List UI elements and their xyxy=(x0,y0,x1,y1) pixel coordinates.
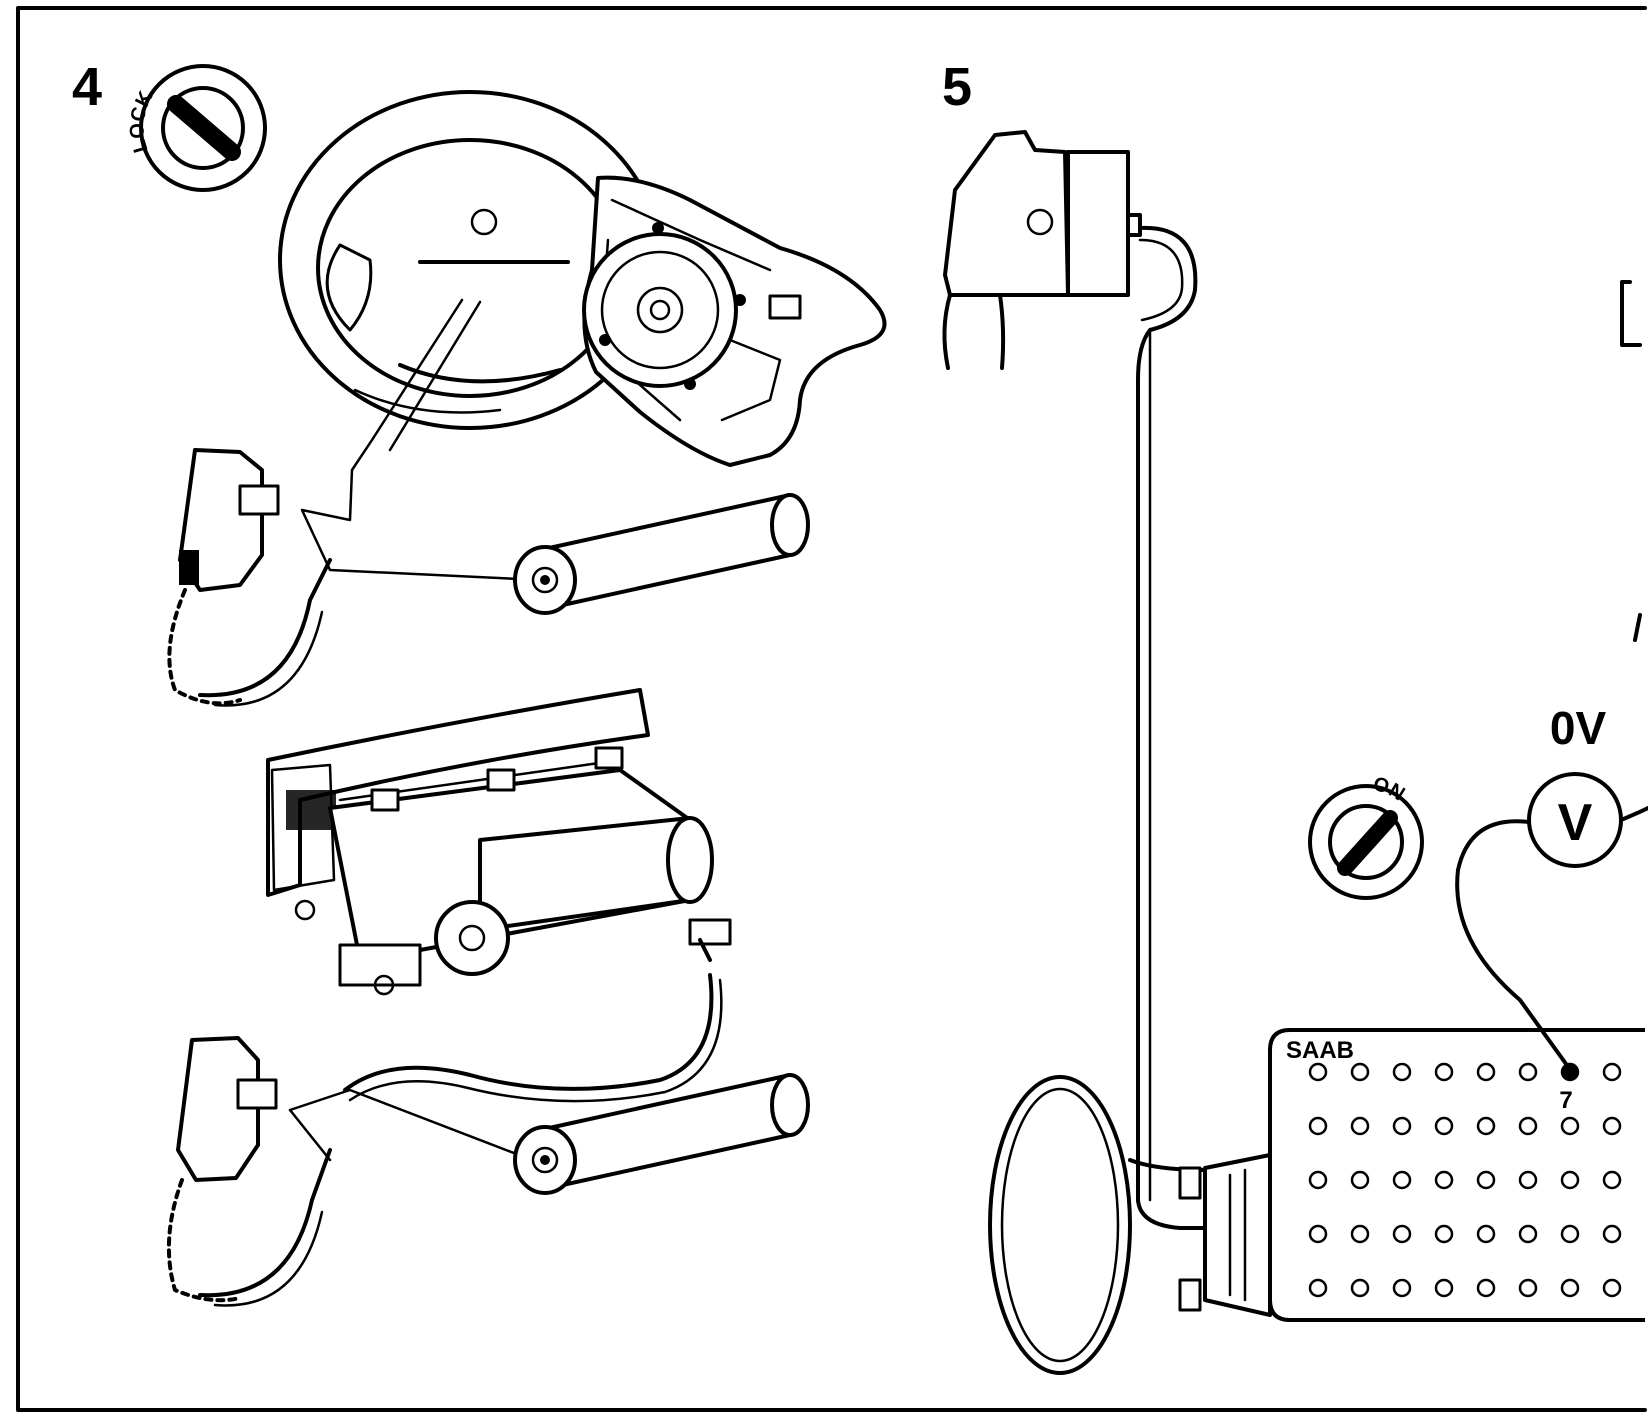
tester-pin xyxy=(1392,1062,1412,1082)
tester-pin xyxy=(1602,1116,1622,1136)
tester-pin xyxy=(1308,1224,1328,1244)
tester-pin xyxy=(1518,1116,1538,1136)
cropped-mark xyxy=(1633,613,1642,642)
tester-plug xyxy=(1178,1153,1272,1317)
tester-pin xyxy=(1476,1170,1496,1190)
tester-pin xyxy=(1350,1170,1370,1190)
tester-pin xyxy=(1350,1062,1370,1082)
connection-arrow-upper xyxy=(300,298,542,582)
tester-pin xyxy=(1350,1116,1370,1136)
tester-pin xyxy=(1476,1224,1496,1244)
tester-pin xyxy=(1602,1224,1622,1244)
tester-pin xyxy=(1350,1278,1370,1298)
tester-pin xyxy=(1560,1170,1580,1190)
tester-pin xyxy=(1602,1062,1622,1082)
panel-4: 4 LOCK xyxy=(72,57,887,1307)
tester-pin xyxy=(1308,1116,1328,1136)
panel-5: 5 SAAB xyxy=(942,57,1648,1375)
frame-border xyxy=(16,6,1647,1412)
tester-pin xyxy=(1602,1278,1622,1298)
tester-pin xyxy=(1560,1116,1580,1136)
tester-pin xyxy=(1476,1278,1496,1298)
tester-pin xyxy=(1518,1170,1538,1190)
tester-pin xyxy=(1392,1224,1412,1244)
tester-pin xyxy=(1308,1278,1328,1298)
tester-pin xyxy=(1518,1278,1538,1298)
tester-brand-label: SAAB xyxy=(1286,1037,1354,1064)
tester-pin xyxy=(1560,1278,1580,1298)
tester-pin xyxy=(1434,1224,1454,1244)
passenger-airbag-module-icon xyxy=(266,688,732,996)
steering-wheel-icon xyxy=(278,90,662,430)
tester-pin-grid xyxy=(1308,1062,1622,1298)
tester-pin xyxy=(1602,1170,1622,1190)
step-number-5: 5 xyxy=(942,57,972,117)
tester-pin xyxy=(1476,1062,1496,1082)
step-number-4: 4 xyxy=(72,57,102,117)
voltmeter-icon: 0V V xyxy=(1455,702,1648,1077)
tester-pin xyxy=(1434,1278,1454,1298)
voltage-reading: 0V xyxy=(1550,702,1607,754)
ignition-key-icon: LOCK xyxy=(126,64,267,192)
airbag-connector-lower xyxy=(166,973,723,1307)
dummy-resistor-icon xyxy=(513,1073,810,1195)
pin-7-label: 7 xyxy=(1559,1087,1572,1114)
tester-pin xyxy=(1392,1170,1412,1190)
tester-pin xyxy=(1434,1062,1454,1082)
connection-arrow-lower xyxy=(288,1088,547,1167)
tester-pin xyxy=(1392,1278,1412,1298)
tester-pin xyxy=(1560,1224,1580,1244)
airbag-module-icon xyxy=(582,175,887,467)
vehicle-connector xyxy=(942,130,1142,370)
tester-pin xyxy=(1308,1062,1328,1082)
tester-pin xyxy=(1350,1224,1370,1244)
tester-pin xyxy=(1434,1116,1454,1136)
ignition-key-on-icon: ON xyxy=(1308,773,1424,900)
tester-pin xyxy=(1308,1170,1328,1190)
saab-tester-box: SAAB 7 xyxy=(1268,1028,1645,1322)
voltmeter-symbol: V xyxy=(1558,794,1593,852)
dummy-resistor-icon xyxy=(513,493,810,615)
tester-pin xyxy=(1518,1062,1538,1082)
tester-cable xyxy=(988,225,1207,1375)
cropped-mark xyxy=(1620,280,1642,347)
tester-pin xyxy=(1392,1116,1412,1136)
airbag-connector-upper xyxy=(167,448,332,707)
tester-pin xyxy=(1434,1170,1454,1190)
tester-pin xyxy=(1476,1116,1496,1136)
tester-pin xyxy=(1518,1224,1538,1244)
